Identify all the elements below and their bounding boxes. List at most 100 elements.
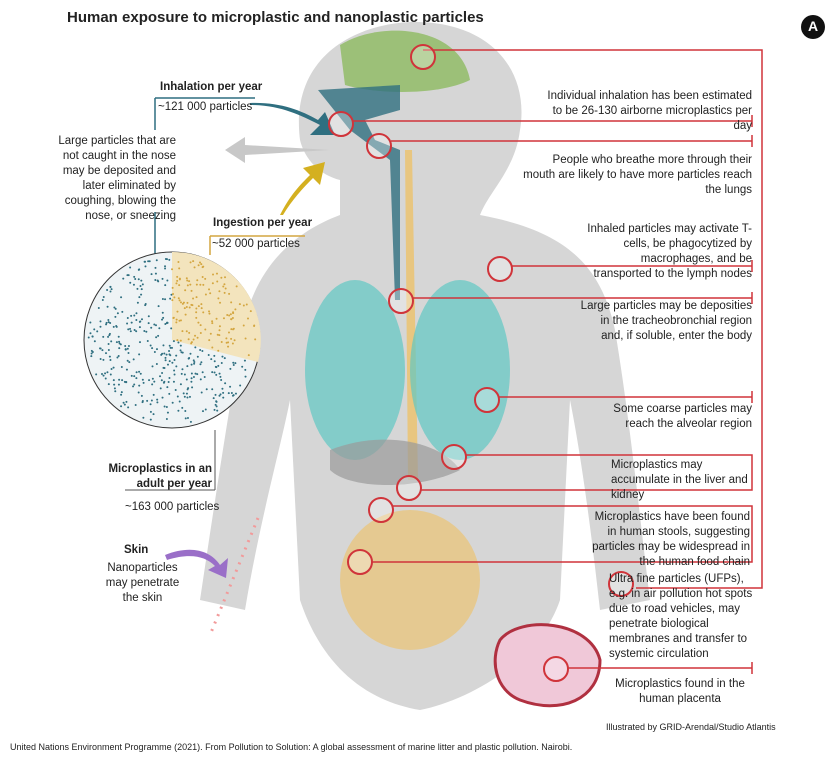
particle-dot: [135, 319, 137, 321]
particle-dot: [191, 373, 193, 375]
particle-dot: [136, 288, 138, 290]
particle-dot: [132, 385, 134, 387]
particle-dot: [186, 330, 188, 332]
inhalation-title: Inhalation per year: [160, 80, 262, 95]
particle-dot: [111, 368, 113, 370]
particle-dot: [166, 258, 168, 260]
particle-dot: [245, 337, 247, 339]
particle-dot: [174, 359, 176, 361]
particle-dot: [142, 401, 144, 403]
particle-dot: [130, 315, 132, 317]
particle-dot: [223, 317, 225, 319]
particle-dot: [116, 341, 118, 343]
particle-dot: [138, 278, 140, 280]
particle-dot: [232, 317, 234, 319]
particle-dot: [236, 285, 238, 287]
particle-dot: [222, 285, 224, 287]
particle-dot: [230, 313, 232, 315]
particle-dot: [108, 343, 110, 345]
particle-dot: [208, 339, 210, 341]
particle-dot: [184, 396, 186, 398]
particle-dot: [168, 350, 170, 352]
particle-dot: [162, 317, 164, 319]
particle-dot: [140, 280, 142, 282]
particle-dot: [178, 284, 180, 286]
ingestion-value: ~52 000 particles: [212, 237, 300, 252]
particle-dot: [180, 345, 182, 347]
particle-dot: [253, 324, 255, 326]
particle-dot: [144, 265, 146, 267]
particle-dot: [141, 318, 143, 320]
particle-dot: [109, 359, 111, 361]
particle-dot: [92, 336, 94, 338]
particle-dot: [202, 371, 204, 373]
particle-dot: [202, 266, 204, 268]
particle-dot: [121, 391, 123, 393]
particle-dot: [181, 368, 183, 370]
particle-dot: [168, 377, 170, 379]
particle-dot: [145, 331, 147, 333]
particle-dot: [157, 335, 159, 337]
particle-dot: [220, 379, 222, 381]
particle-dot: [151, 383, 153, 385]
particle-dot: [215, 400, 217, 402]
particle-dot: [133, 276, 135, 278]
particle-dot: [180, 340, 182, 342]
particle-dot: [163, 382, 165, 384]
particle-dot: [175, 282, 177, 284]
particle-dot: [161, 372, 163, 374]
particle-dot: [135, 330, 137, 332]
particle-dot: [173, 340, 175, 342]
particle-dot: [215, 404, 217, 406]
particle-dot: [154, 279, 156, 281]
particle-dot: [153, 323, 155, 325]
particle-dot: [202, 311, 204, 313]
particle-dot: [217, 334, 219, 336]
particle-dot: [129, 328, 131, 330]
particle-dot: [127, 317, 129, 319]
particle-dot: [208, 310, 210, 312]
particle-dot: [121, 366, 123, 368]
particle-dot: [135, 377, 137, 379]
particle-dot: [125, 381, 127, 383]
particle-dot: [193, 359, 195, 361]
particle-dot: [164, 284, 166, 286]
particle-dot: [104, 372, 106, 374]
particle-dot: [218, 329, 220, 331]
particle-dot: [144, 261, 146, 263]
particle-dot: [176, 276, 178, 278]
particle-dot: [165, 359, 167, 361]
particle-dot: [151, 365, 153, 367]
particle-dot: [179, 401, 181, 403]
particle-dot: [193, 339, 195, 341]
credit: Illustrated by GRID-Arendal/Studio Atlan…: [606, 720, 776, 735]
particle-dot: [133, 384, 135, 386]
particle-dot: [232, 362, 234, 364]
particle-dot: [140, 294, 142, 296]
particle-dot: [161, 319, 163, 321]
particle-dot: [127, 406, 129, 408]
particle-dot: [91, 353, 93, 355]
particle-dot: [216, 318, 218, 320]
particle-dot: [93, 328, 95, 330]
particle-dot: [186, 365, 188, 367]
particle-dot: [174, 373, 176, 375]
callout-alveolar: Some coarse particles may reach the alve…: [610, 402, 752, 432]
particle-dot: [173, 381, 175, 383]
particle-dot: [224, 382, 226, 384]
adult-value: ~163 000 particles: [125, 500, 219, 515]
particle-dot: [135, 312, 137, 314]
particle-dot: [180, 349, 182, 351]
particle-dot: [99, 320, 101, 322]
particle-dot: [113, 384, 115, 386]
particle-dot: [245, 376, 247, 378]
particle-dot: [194, 335, 196, 337]
particle-dot: [162, 397, 164, 399]
particle-dot: [191, 386, 193, 388]
particle-dot: [254, 338, 256, 340]
particle-dot: [175, 389, 177, 391]
particle-dot: [204, 278, 206, 280]
particle-dot: [109, 291, 111, 293]
particle-dot: [137, 302, 139, 304]
particle-dot: [128, 345, 130, 347]
